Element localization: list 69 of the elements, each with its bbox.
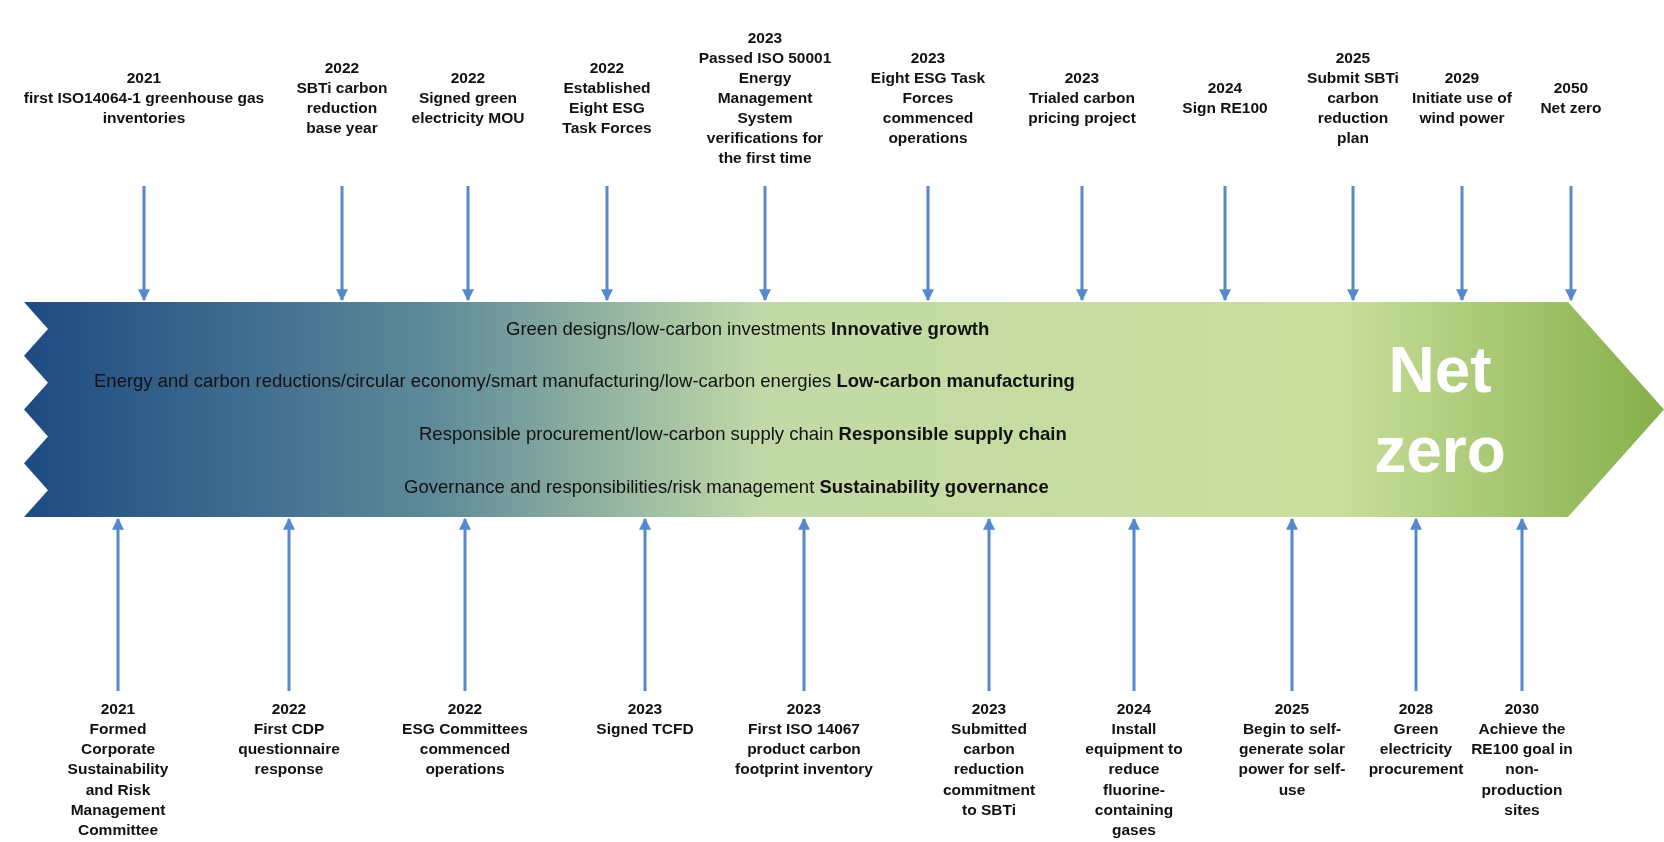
arrow (1219, 186, 1231, 302)
milestone-text: Submit SBTi carbon reduction plan (1306, 67, 1400, 149)
arrow (1128, 517, 1140, 691)
milestone-text: Eight ESG Task Forces commenced operations (869, 67, 987, 149)
year-label: 2022 (446, 699, 484, 719)
year-label: 2028 (1397, 699, 1435, 719)
year-label: 2025 (1273, 699, 1311, 719)
arrow (922, 186, 934, 302)
year-label: 2022 (588, 57, 626, 78)
arrow (1456, 186, 1468, 302)
arrow (1286, 517, 1298, 691)
strategy-text: Responsible procurement/low-carbon supply chain Responsible supply chain (419, 423, 1067, 446)
arrow (138, 186, 150, 302)
year-label: 2024 (1206, 77, 1244, 98)
strategy-text: Energy and carbon reductions/circular economy/smart manufacturing/low-carbon energies Low-carbon manufacturing (94, 370, 1075, 393)
year-label: 2023 (909, 47, 947, 68)
arrow (1347, 186, 1359, 302)
year-label: 2021 (125, 67, 163, 88)
year-label: 2021 (99, 699, 137, 719)
strategy-text: Governance and responsibilities/risk management Sustainability governance (404, 476, 1049, 499)
year-label: 2029 (1443, 67, 1481, 88)
strategy-text: Green designs/low-carbon investments Innovative growth (506, 318, 990, 341)
milestone-text: ESG Committees commenced operations (401, 719, 529, 780)
milestone-text: First ISO 14067 product carbon footprint inventory (734, 719, 874, 780)
timeline-band-arrow (24, 302, 1664, 517)
milestone-text: Green electricity procurement (1367, 719, 1465, 780)
arrow (1516, 517, 1528, 691)
year-label: 2022 (270, 699, 308, 719)
year-label: 2023 (626, 699, 664, 719)
arrow (1076, 186, 1088, 302)
milestone-text: Initiate use of wind power (1412, 87, 1512, 129)
milestone-text: Achieve the RE100 goal in non-production sites (1470, 719, 1574, 820)
milestone-text: Established Eight ESG Task Forces (561, 77, 653, 139)
arrow (112, 517, 124, 691)
milestone-text: SBTi carbon reduction base year (295, 77, 389, 139)
milestone-text: Formed Corporate Sustainability and Risk Management Committee (66, 719, 170, 840)
milestone-text: Signed TCFD (595, 719, 695, 740)
arrow (1410, 517, 1422, 691)
year-label: 2022 (449, 67, 487, 88)
goal-text: Net zero (1373, 333, 1507, 488)
milestone-text: Passed ISO 50001 Energy Management System verifications for the first time (697, 47, 833, 169)
arrow (283, 517, 295, 691)
milestone-text: Net zero (1539, 98, 1603, 118)
arrow (459, 517, 471, 691)
milestone-text: Submitted carbon reduction commitment to SBTi (941, 719, 1037, 820)
year-label: 2030 (1503, 699, 1541, 719)
arrow (601, 186, 613, 302)
milestone-text: Signed green electricity MOU (410, 87, 526, 129)
arrow (336, 186, 348, 302)
arrow (983, 517, 995, 691)
milestone-text: first ISO14064-1 greenhouse gas inventories (22, 87, 266, 129)
year-label: 2023 (785, 699, 823, 719)
year-label: 2022 (323, 57, 361, 78)
arrow (462, 186, 474, 302)
year-label: 2023 (1063, 67, 1101, 88)
arrow (1565, 186, 1577, 302)
year-label: 2023 (970, 699, 1008, 719)
milestone-text: Install equipment to reduce fluorine-containing gases (1084, 719, 1184, 840)
arrow (759, 186, 771, 302)
milestone-text: Sign RE100 (1181, 98, 1269, 118)
arrow (639, 517, 651, 691)
year-label: 2025 (1334, 47, 1372, 68)
year-label: 2023 (746, 27, 784, 48)
milestone-text: Trialed carbon pricing project (1027, 87, 1137, 129)
milestone-text: First CDP questionnaire response (237, 719, 341, 780)
year-label: 2024 (1115, 699, 1153, 719)
milestone-text: Begin to self-generate solar power for self-use (1237, 719, 1347, 800)
arrow (798, 517, 810, 691)
year-label: 2050 (1552, 77, 1590, 98)
